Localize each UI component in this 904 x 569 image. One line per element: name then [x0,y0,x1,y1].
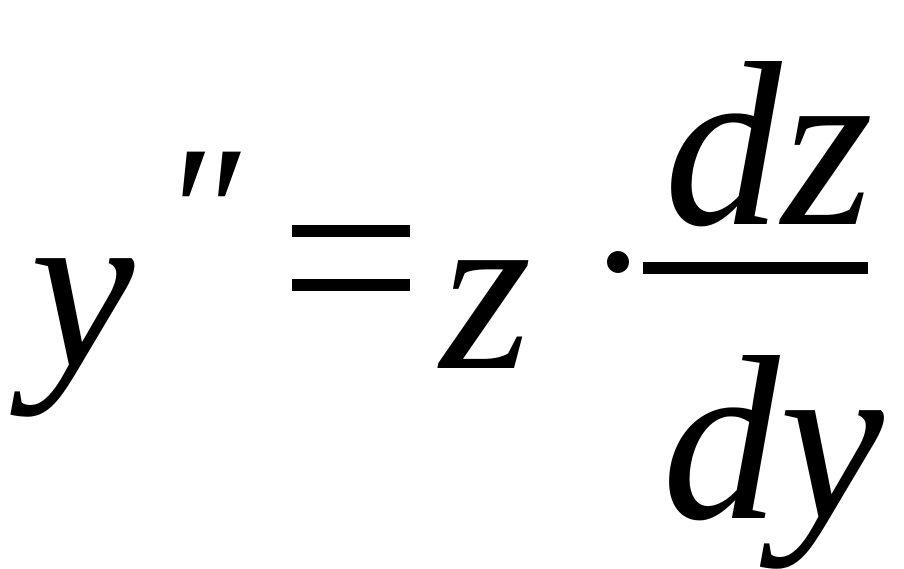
multiplication-dot [607,251,629,273]
equation: y ″ z dz dy [30,15,884,557]
equals-bottom-bar [292,279,410,291]
fraction-numerator: dz [664,15,873,275]
fraction-denominator: dy [662,309,884,569]
equals-top-bar [292,225,410,237]
equals-sign [292,225,410,291]
rhs-variable-z: z [440,159,532,419]
fraction-bar [643,262,868,274]
lhs-variable-y: y [30,157,135,417]
double-prime-mark: ″ [160,108,240,318]
